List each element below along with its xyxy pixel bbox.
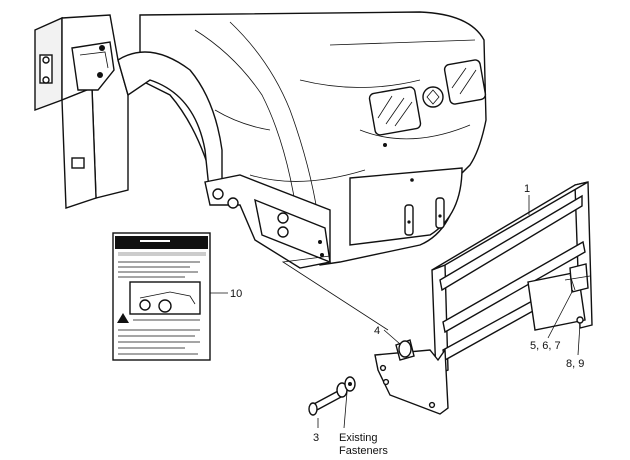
existing-fasteners: [336, 376, 356, 398]
tractor-hood: [139, 11, 487, 266]
existing-fasteners-label-line2: Fasteners: [339, 445, 388, 457]
front-guard: [374, 181, 593, 415]
loader-mount-bracket: [34, 14, 223, 209]
manual-header-bar: [115, 236, 208, 249]
new-holland-emblem-icon: [422, 86, 444, 108]
callout-5-6-7: 5, 6, 7: [530, 340, 561, 352]
callout-8-9: 8, 9: [566, 358, 584, 370]
warning-triangle-icon: [117, 313, 129, 323]
callout-1: 1: [524, 183, 530, 195]
spacer-part-4: [395, 339, 415, 361]
callout-3: 3: [313, 432, 319, 444]
existing-fasteners-label-line1: Existing: [339, 432, 378, 444]
callout-10: 10: [230, 288, 242, 300]
leader-lines: [210, 195, 581, 429]
frame-rail: [204, 174, 331, 269]
callout-4: 4: [374, 325, 380, 337]
operators-manual: [112, 232, 211, 361]
